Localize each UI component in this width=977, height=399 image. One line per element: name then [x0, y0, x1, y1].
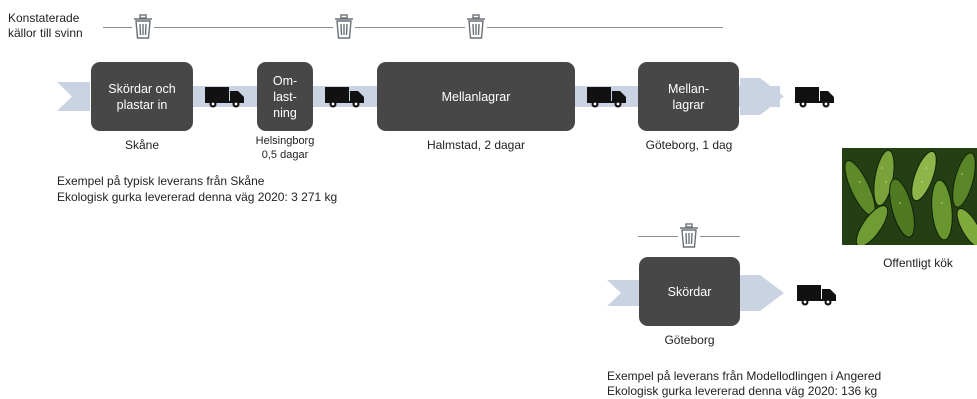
- trash-icon: [333, 14, 355, 40]
- truck-icon: [587, 85, 627, 114]
- truck-icon: [205, 85, 245, 114]
- trash-icon: [678, 223, 700, 249]
- step-caption-halmstad: Halmstad, 2 dagar: [426, 138, 526, 152]
- step-box-harvest: Skördar och plastar in: [91, 62, 193, 131]
- step-box-storage-goteborg: Mellan- lagrar: [638, 62, 739, 131]
- route-note-line: Exempel på leverans från Modellodlingen …: [607, 369, 882, 383]
- step-label: Mellan- lagrar: [668, 81, 709, 112]
- step-label: Mellanlagrar: [441, 89, 511, 104]
- trash-icon: [132, 14, 154, 40]
- truck-icon: [325, 85, 365, 114]
- step-caption-helsingborg: Helsingborg 0,5 dagar: [255, 135, 315, 161]
- step-box-storage-halmstad: Mellanlagrar: [377, 62, 575, 131]
- destination-label: Offentligt kök: [883, 256, 953, 270]
- truck-icon: [797, 283, 837, 312]
- route-note-line: Ekologisk gurka levererad denna väg 2020…: [57, 190, 338, 204]
- route-note-line: Exempel på typisk leverans från Skåne: [57, 174, 265, 188]
- step-caption-goteborg: Göteborg, 1 dag: [645, 138, 733, 152]
- route-note-line: Ekologisk gurka levererad denna väg 2020…: [607, 384, 878, 398]
- step-label: Om- last- ning: [272, 73, 298, 120]
- step-label: Skördar: [667, 284, 712, 299]
- step-caption-skane: Skåne: [124, 138, 160, 152]
- step-caption-goteborg-bottom: Göteborg: [664, 333, 715, 347]
- step-box-harvest-goteborg: Skördar: [639, 257, 740, 326]
- waste-legend-label: Konstaterade källor till svinn: [8, 11, 83, 40]
- waste-line: [103, 27, 723, 28]
- trash-icon: [465, 14, 487, 40]
- truck-icon: [795, 85, 835, 114]
- cucumber-image: [842, 148, 977, 245]
- step-box-reloading: Om- last- ning: [257, 62, 313, 131]
- step-label: Skördar och plastar in: [108, 81, 176, 112]
